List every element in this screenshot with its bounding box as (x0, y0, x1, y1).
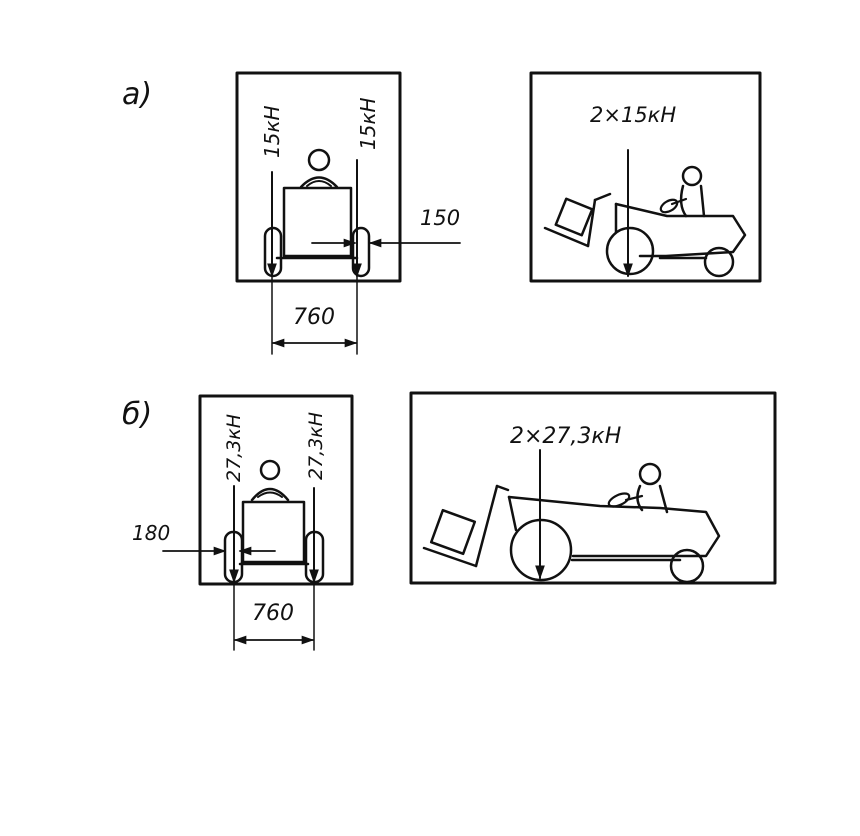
panel-a-side-frame (529, 71, 762, 283)
offset-dimension: 180 (132, 521, 170, 545)
operator-figure (670, 165, 706, 218)
forklift-body (241, 500, 306, 564)
load-label-combined: 2×15кН (590, 103, 676, 127)
steering-wheel (659, 198, 679, 214)
cargo-box (429, 508, 477, 556)
forklift-hull (507, 495, 721, 558)
front-wheel (605, 226, 655, 276)
load-label-combined: 2×27,3кН (510, 424, 621, 449)
fork (543, 226, 590, 248)
panel-a-label: а) (122, 77, 152, 112)
panel-a-side-view: 2×15кН (529, 71, 762, 283)
right-wheel (351, 226, 371, 278)
rear-wheel (669, 548, 705, 584)
panel-a-front-frame (235, 71, 402, 283)
forklift-hull (614, 202, 747, 258)
mast (474, 484, 499, 568)
load-label-left: 27,3кН (223, 414, 245, 482)
offset-dimension: 150 (420, 206, 460, 230)
panel-a-front-view: 15кН 15кН 150 760 (235, 71, 461, 355)
operator-figure (624, 462, 669, 514)
track-dimension: 760 (252, 601, 294, 626)
load-label-left: 15кН (260, 105, 284, 158)
cargo-box (554, 197, 594, 237)
panel-b-side-view: 2×27,3кН (409, 391, 777, 585)
steering-wheel (607, 492, 631, 508)
mast (593, 192, 612, 202)
operator-figure (250, 459, 290, 502)
rear-wheel (703, 246, 735, 278)
operator-figure (299, 148, 339, 189)
track-dimension: 760 (293, 305, 335, 330)
panel-b-label: б) (122, 397, 152, 432)
panel-b-front-view: 27,3кН 27,3кН 180 760 (132, 394, 354, 651)
forklift-body (282, 186, 353, 258)
fork (422, 546, 478, 568)
load-label-right: 15кН (356, 97, 380, 150)
load-label-right: 27,3кН (305, 412, 327, 480)
panel-b-side-frame (409, 391, 777, 585)
panel-b-front-frame (198, 394, 354, 586)
